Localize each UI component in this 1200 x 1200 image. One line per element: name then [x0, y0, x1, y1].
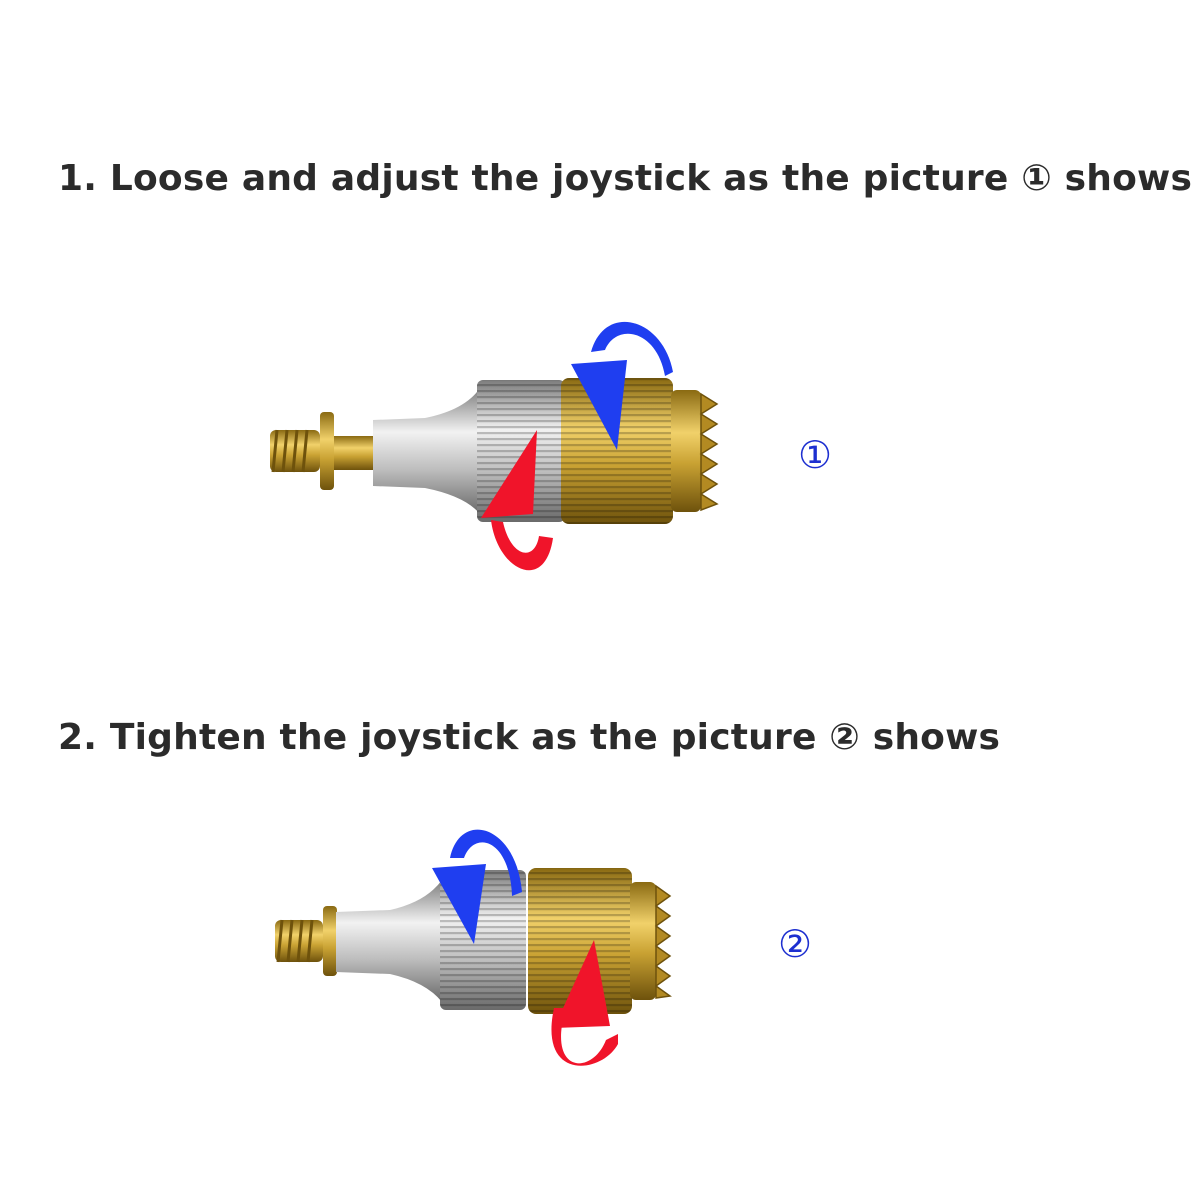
red-rotation-arrow	[551, 940, 618, 1066]
silver-body	[373, 388, 480, 514]
red-rotation-arrow	[481, 430, 553, 571]
bevel-gear	[630, 882, 672, 1000]
blue-rotation-arrow	[571, 321, 673, 450]
screw-thread	[270, 429, 320, 473]
step-1-title: 1. Loose and adjust the joystick as the …	[58, 158, 1193, 199]
silver-knurled-ring	[477, 380, 565, 522]
shaft	[334, 436, 374, 470]
gold-knurled-nut	[528, 868, 632, 1014]
step-2-title: 2. Tighten the joystick as the picture ②…	[58, 717, 1001, 758]
bevel-gear	[671, 390, 719, 512]
joystick-loosen-illustration	[270, 321, 719, 571]
screw-thread	[275, 919, 323, 963]
blue-rotation-arrow	[432, 829, 522, 944]
picture-marker-1: ①	[798, 433, 833, 477]
silver-body	[336, 880, 442, 1002]
picture-marker-2: ②	[778, 922, 813, 966]
joystick-tighten-illustration	[275, 829, 672, 1066]
gold-knurled-nut	[561, 378, 673, 524]
collar	[320, 412, 334, 490]
collar	[323, 906, 337, 976]
